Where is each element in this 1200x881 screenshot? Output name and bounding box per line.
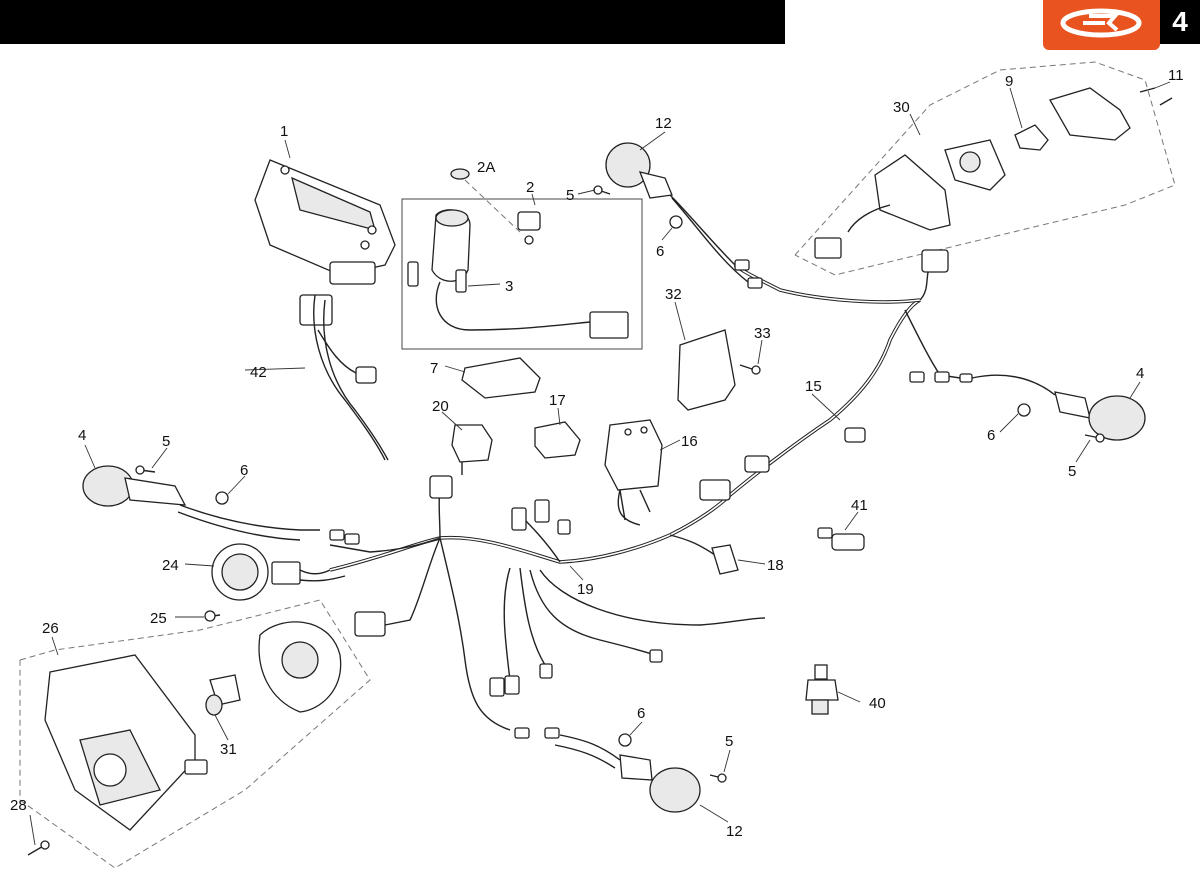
- callout-6-top: 6: [656, 243, 664, 260]
- module-32: [677, 329, 736, 411]
- taillight-assembly: [814, 87, 1173, 259]
- bulb-31: [205, 674, 241, 716]
- callout-33: 33: [754, 325, 771, 342]
- callout-3: 3: [505, 278, 513, 295]
- brand-logo: [1043, 0, 1160, 50]
- headlight-26: [44, 654, 208, 831]
- callout-15: 15: [805, 378, 822, 395]
- callout-26: 26: [42, 620, 59, 637]
- callout-40: 40: [869, 695, 886, 712]
- callout-6-right: 6: [987, 427, 995, 444]
- callout-16: 16: [681, 433, 698, 450]
- main-harness: [299, 254, 961, 731]
- screw-28: [27, 840, 50, 856]
- flasher-17: [534, 421, 581, 459]
- brand-logo-icon: [1060, 8, 1142, 38]
- nut-6-top: [669, 215, 683, 229]
- callout-5-right: 5: [1068, 463, 1076, 480]
- headlight-back-cover: [258, 621, 342, 713]
- callout-11: 11: [1168, 67, 1184, 84]
- callout-2: 2: [526, 179, 534, 196]
- callout-4-left: 4: [78, 427, 86, 444]
- leader-lines: [29, 81, 1171, 846]
- page-tab: [1160, 0, 1200, 44]
- callout-20: 20: [432, 398, 449, 415]
- page-number: 4: [1172, 6, 1188, 37]
- callout-labels: 1 2A 2 3 7 20 17 16 32 33 15 12 5 6 30 9…: [10, 67, 1184, 840]
- turn-signal-4-right: [971, 374, 1146, 443]
- regulator-16: [604, 419, 663, 521]
- callout-5-bottom: 5: [725, 733, 733, 750]
- callout-31: 31: [220, 741, 237, 758]
- callout-12-bottom: 12: [726, 823, 743, 840]
- callout-2a: 2A: [477, 159, 495, 176]
- callout-42: 42: [250, 364, 267, 381]
- screw-33: [739, 364, 761, 375]
- callout-12-top: 12: [655, 115, 672, 132]
- callout-19: 19: [577, 581, 594, 598]
- screw-5-top: [593, 185, 611, 195]
- callout-18: 18: [767, 557, 784, 574]
- callout-1: 1: [280, 123, 288, 140]
- callout-30: 30: [893, 99, 910, 116]
- callout-25: 25: [150, 610, 167, 627]
- callout-6-bottom: 6: [637, 705, 645, 722]
- harness-connectors: [271, 249, 973, 739]
- callout-9: 9: [1005, 73, 1013, 90]
- callout-41: 41: [851, 497, 868, 514]
- callout-17: 17: [549, 392, 566, 409]
- turn-signal-12-top: [605, 142, 749, 283]
- relay-20: [451, 424, 493, 475]
- horn-24: [204, 543, 269, 622]
- turn-signal-4-left: [82, 465, 320, 541]
- sensor-41: [817, 527, 865, 551]
- callout-24: 24: [162, 557, 179, 574]
- callout-6-left: 6: [240, 462, 248, 479]
- sensor-40: [805, 664, 839, 715]
- callout-28: 28: [10, 797, 27, 814]
- callout-5-left: 5: [162, 433, 170, 450]
- plug-cap-18: [711, 544, 739, 575]
- callout-7: 7: [430, 360, 438, 377]
- callout-4-right: 4: [1136, 365, 1144, 382]
- ignition-switch: [401, 168, 643, 350]
- headlight-group-outline: [19, 599, 371, 869]
- callout-5-top: 5: [566, 187, 574, 204]
- dashboard-icon: [254, 159, 396, 461]
- callout-32: 32: [665, 286, 682, 303]
- header-bar: [0, 0, 785, 44]
- turn-signal-12-bottom: [554, 733, 727, 813]
- control-unit-7: [461, 357, 541, 399]
